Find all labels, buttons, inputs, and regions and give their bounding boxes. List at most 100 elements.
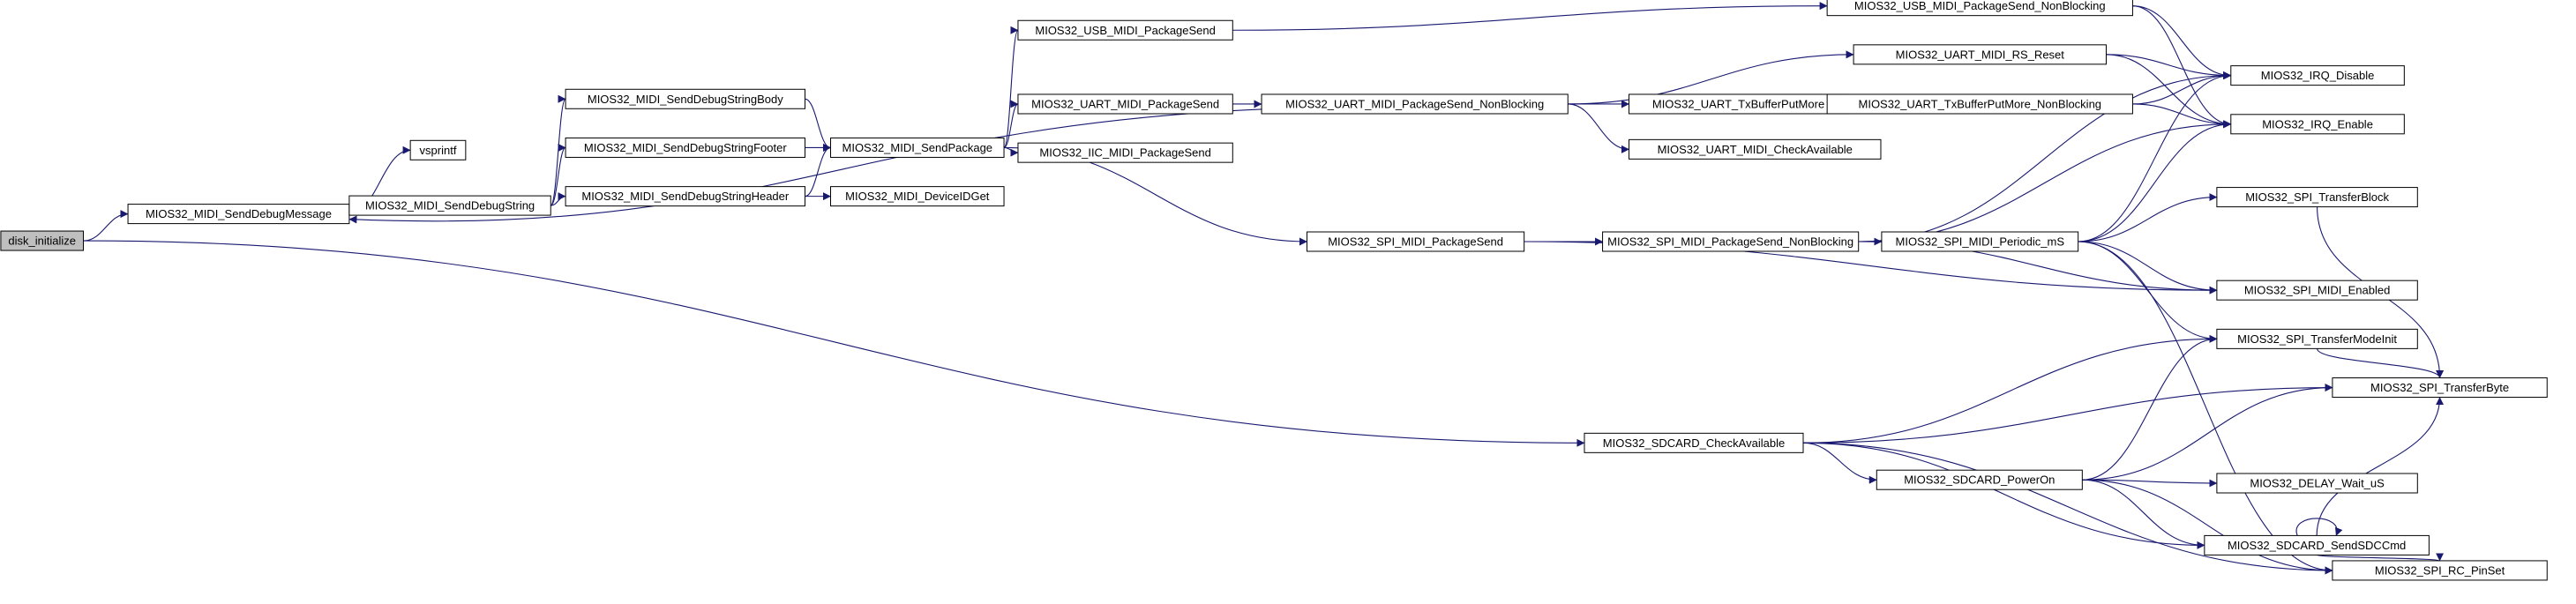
- graph-node[interactable]: MIOS32_MIDI_SendDebugString: [348, 195, 551, 216]
- call-edge: [550, 144, 566, 206]
- node-label: MIOS32_SPI_RC_PinSet: [2375, 563, 2505, 577]
- node-label: MIOS32_UART_MIDI_PackageSend_NonBlocking: [1285, 97, 1544, 110]
- call-edge: [83, 210, 129, 242]
- graph-node[interactable]: MIOS32_SPI_TransferByte: [2332, 377, 2548, 399]
- node-label: MIOS32_MIDI_DeviceIDGet: [845, 190, 990, 203]
- graph-node[interactable]: MIOS32_IIC_MIDI_PackageSend: [1017, 142, 1233, 163]
- graph-node[interactable]: MIOS32_SPI_MIDI_Enabled: [2216, 280, 2418, 301]
- node-box: [2216, 280, 2418, 301]
- node-box: [1876, 469, 2083, 490]
- graph-node[interactable]: MIOS32_IRQ_Enable: [2230, 114, 2405, 135]
- node-box: [830, 186, 1005, 207]
- call-edge: [1802, 442, 1877, 484]
- call-edge: [2106, 54, 2232, 80]
- call-edge: [2078, 193, 2218, 242]
- node-box: [565, 88, 805, 109]
- node-label: MIOS32_UART_MIDI_PackageSend: [1031, 97, 1219, 110]
- node-label: MIOS32_SPI_TransferByte: [2370, 381, 2509, 394]
- call-edge: [550, 94, 566, 206]
- graph-node[interactable]: MIOS32_MIDI_SendDebugMessage: [127, 204, 350, 225]
- call-edge: [2132, 5, 2232, 80]
- node-label: MIOS32_USB_MIDI_PackageSend: [1035, 24, 1216, 37]
- graph-node[interactable]: disk_initialize: [0, 230, 85, 251]
- node-box: [2216, 187, 2418, 208]
- graph-node[interactable]: MIOS32_UART_TxBufferPutMore: [1629, 93, 1849, 115]
- graph-node[interactable]: MIOS32_IRQ_Disable: [2230, 65, 2405, 86]
- call-edge: [1003, 100, 1019, 148]
- node-label: MIOS32_UART_TxBufferPutMore: [1652, 97, 1824, 110]
- node-label: MIOS32_UART_MIDI_RS_Reset: [1896, 48, 2065, 61]
- graph-node[interactable]: MIOS32_SDCARD_CheckAvailable: [1584, 432, 1804, 453]
- graph-node[interactable]: MIOS32_MIDI_SendDebugStringBody: [565, 88, 805, 109]
- node-box: [2216, 328, 2418, 349]
- node-box: [1826, 93, 2133, 115]
- graph-node[interactable]: vsprintf: [409, 139, 467, 160]
- graph-node[interactable]: MIOS32_DELAY_Wait_uS: [2216, 473, 2418, 494]
- call-edge: [83, 240, 1585, 447]
- node-label: MIOS32_SPI_MIDI_PackageSend: [1328, 235, 1503, 249]
- graph-node[interactable]: MIOS32_MIDI_DeviceIDGet: [830, 186, 1005, 207]
- node-box: [1261, 93, 1569, 115]
- node-label: MIOS32_SPI_TransferBlock: [2245, 190, 2389, 204]
- node-label: MIOS32_SPI_MIDI_PackageSend_NonBlocking: [1607, 235, 1853, 249]
- call-edge: [1568, 103, 1629, 153]
- call-edge: [550, 192, 566, 206]
- node-box: [1017, 19, 1233, 41]
- graph-node[interactable]: MIOS32_SPI_TransferModeInit: [2216, 328, 2418, 349]
- node-label: MIOS32_UART_MIDI_CheckAvailable: [1658, 143, 1853, 156]
- node-box: [1307, 231, 1525, 252]
- node-box: [1881, 231, 2079, 252]
- call-edge: [2106, 54, 2232, 129]
- graph-node[interactable]: MIOS32_MIDI_SendDebugStringHeader: [565, 186, 805, 207]
- node-box: [0, 230, 85, 251]
- node-box: [1826, 0, 2133, 17]
- graph-node[interactable]: MIOS32_MIDI_SendPackage: [830, 137, 1005, 158]
- graph-node[interactable]: MIOS32_SDCARD_PowerOn: [1876, 469, 2083, 490]
- graph-node[interactable]: MIOS32_SPI_TransferBlock: [2216, 187, 2418, 208]
- node-box: [2332, 560, 2548, 581]
- graph-node[interactable]: MIOS32_UART_MIDI_CheckAvailable: [1629, 138, 1882, 160]
- node-label: MIOS32_IRQ_Enable: [2262, 117, 2373, 130]
- call-edge: [2082, 384, 2333, 481]
- node-box: [1602, 231, 1860, 252]
- node-label: MIOS32_SPI_MIDI_Periodic_mS: [1896, 235, 2065, 249]
- graph-node[interactable]: MIOS32_SPI_MIDI_PackageSend: [1307, 231, 1525, 252]
- call-edge: [2078, 120, 2232, 242]
- graph-node[interactable]: MIOS32_MIDI_SendDebugStringFooter: [565, 137, 805, 158]
- call-edge: [2295, 518, 2343, 536]
- node-label: MIOS32_SDCARD_PowerOn: [1904, 474, 2055, 487]
- node-label: MIOS32_IRQ_Disable: [2261, 69, 2375, 82]
- node-box: [2332, 377, 2548, 399]
- node-label: MIOS32_MIDI_SendDebugStringBody: [588, 93, 783, 106]
- node-box: [409, 139, 467, 160]
- call-edge: [2078, 241, 2218, 295]
- node-box: [348, 195, 551, 216]
- call-edge: [1003, 26, 1019, 148]
- node-label: MIOS32_UART_TxBufferPutMore_NonBlocking: [1859, 97, 2102, 110]
- call-edge: [805, 143, 831, 198]
- edges-layer: [83, 2, 2445, 575]
- graph-node[interactable]: MIOS32_USB_MIDI_PackageSend: [1017, 19, 1233, 41]
- node-box: [1584, 432, 1804, 453]
- graph-node[interactable]: MIOS32_UART_MIDI_PackageSend_NonBlocking: [1261, 93, 1569, 115]
- nodes-layer: disk_initialize MIOS32_MIDI_SendDebugMess…: [0, 0, 2548, 581]
- node-label: vsprintf: [420, 144, 457, 157]
- graph-node[interactable]: MIOS32_SPI_MIDI_PackageSend_NonBlocking: [1602, 231, 1860, 252]
- node-box: [1017, 93, 1233, 115]
- node-label: MIOS32_MIDI_SendDebugMessage: [146, 207, 332, 220]
- node-label: MIOS32_MIDI_SendPackage: [842, 141, 993, 154]
- call-edge: [2078, 71, 2232, 242]
- call-edge: [2317, 348, 2445, 378]
- graph-node[interactable]: MIOS32_UART_TxBufferPutMore_NonBlocking: [1826, 93, 2133, 115]
- node-box: [565, 186, 805, 207]
- call-edge: [1802, 442, 2333, 575]
- graph-node[interactable]: MIOS32_SPI_RC_PinSet: [2332, 560, 2548, 581]
- graph-node[interactable]: MIOS32_USB_MIDI_PackageSend_NonBlocking: [1826, 0, 2133, 17]
- call-edge: [805, 98, 831, 152]
- graph-node[interactable]: MIOS32_SDCARD_SendSDCCmd: [2204, 534, 2430, 556]
- graph-node[interactable]: MIOS32_UART_MIDI_RS_Reset: [1853, 44, 2107, 65]
- call-edge: [2316, 397, 2445, 536]
- graph-node[interactable]: MIOS32_UART_MIDI_PackageSend: [1017, 93, 1233, 115]
- node-label: disk_initialize: [8, 235, 76, 248]
- graph-node[interactable]: MIOS32_SPI_MIDI_Periodic_mS: [1881, 231, 2079, 252]
